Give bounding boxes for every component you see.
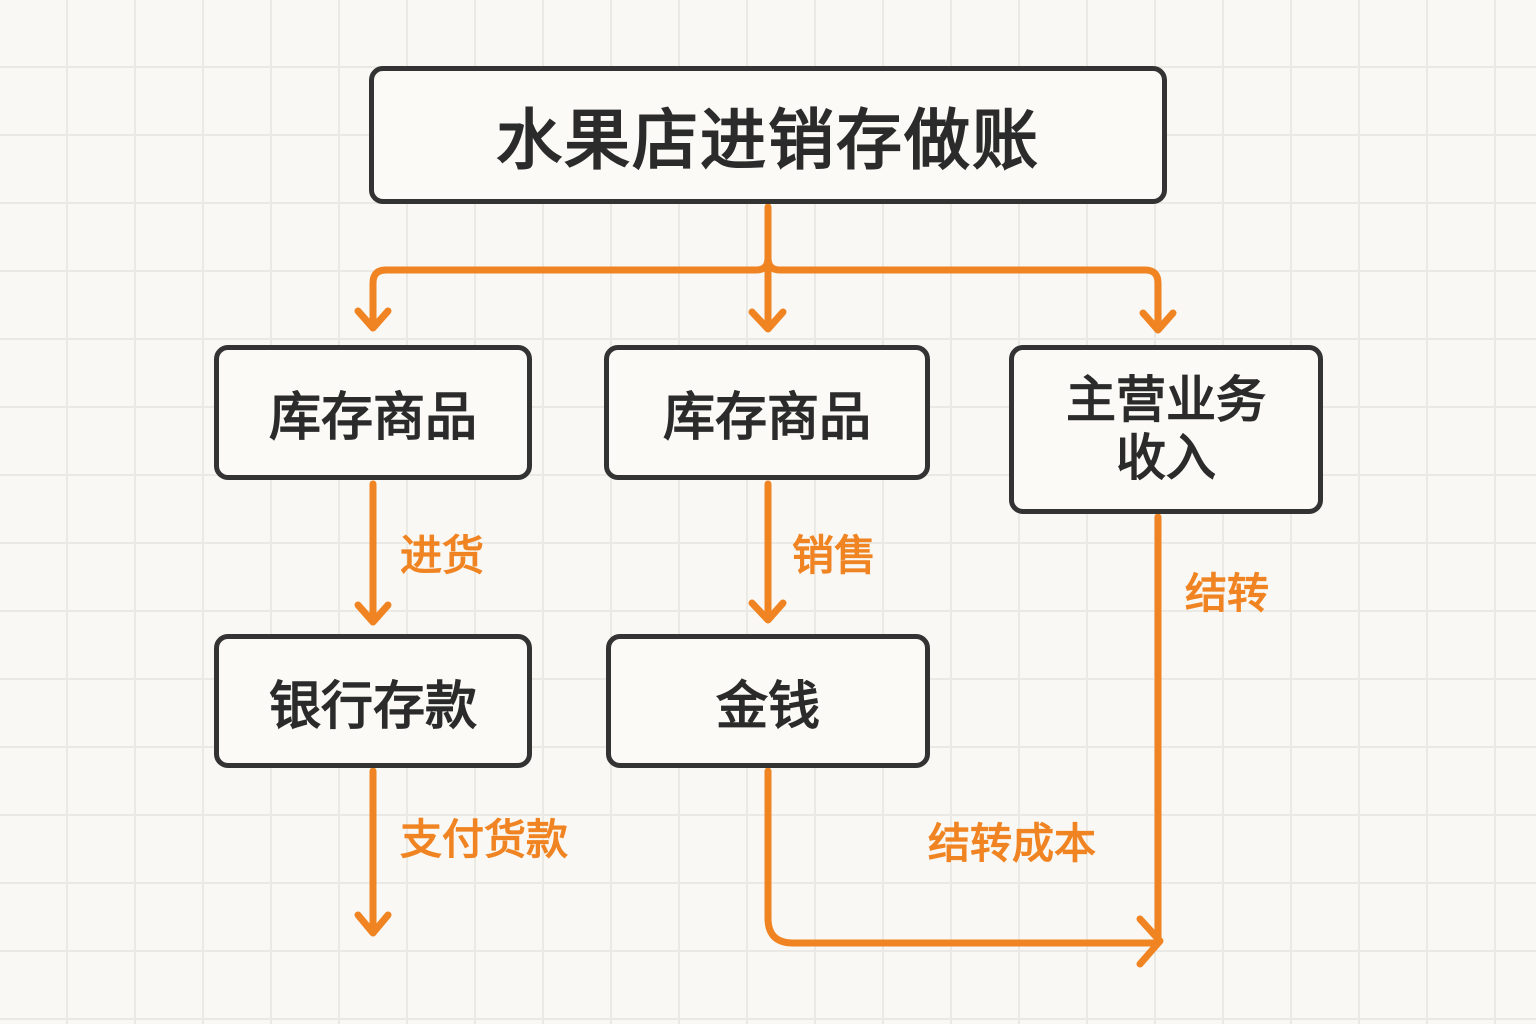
- diagram-title: 水果店进销存做账: [369, 66, 1167, 204]
- transfer-cost-arrowhead: [1136, 915, 1164, 968]
- edge-label-pay-for-goods: 支付货款: [400, 815, 569, 864]
- node-bank-deposit[interactable]: 银行存款: [214, 634, 532, 768]
- arrowhead-to-inventory-middle: [748, 308, 787, 333]
- edge-label-transfer: 结转: [1185, 569, 1270, 618]
- node-money[interactable]: 金钱: [606, 634, 930, 768]
- node-label: 库存商品: [662, 388, 871, 448]
- edge-label-sales: 销售: [792, 531, 877, 580]
- edge-label-transfer-cost: 结转成本: [928, 819, 1097, 868]
- arrowhead-to-inventory-left: [354, 307, 392, 332]
- pay-arrowhead: [354, 911, 392, 937]
- node-label: 库存商品: [268, 388, 477, 448]
- node-main-revenue[interactable]: 主营业务 收入: [1009, 345, 1323, 514]
- arrowhead-to-main-revenue: [1139, 309, 1177, 334]
- edge-label-purchase: 进货: [400, 531, 485, 580]
- node-label: 金钱: [715, 676, 820, 737]
- node-inventory-middle[interactable]: 库存商品: [604, 345, 930, 480]
- trunk-connector: [369, 203, 772, 329]
- purchase-arrowhead: [354, 601, 392, 626]
- node-label-line1: 主营业务: [1066, 371, 1266, 429]
- node-label: 银行存款: [268, 676, 477, 737]
- node-label-line2: 收入: [1116, 428, 1216, 487]
- node-inventory-left[interactable]: 库存商品: [214, 345, 532, 480]
- transfer-cost-arrow: [764, 767, 1162, 947]
- sales-arrowhead: [748, 599, 787, 624]
- right-branch-connector: [764, 254, 1162, 331]
